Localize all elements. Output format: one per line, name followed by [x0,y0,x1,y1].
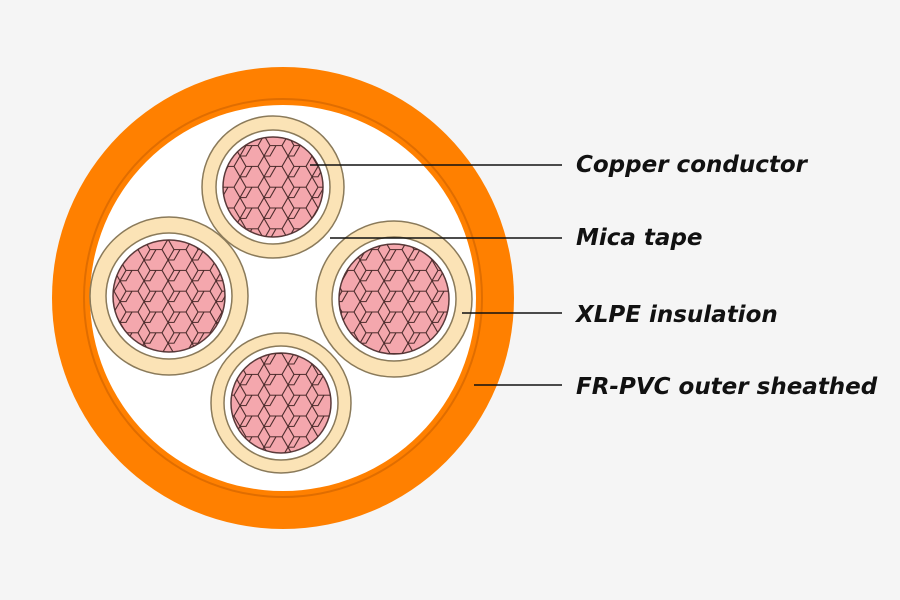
copper-strands [223,137,323,237]
filler [90,105,476,491]
label-fr-pvc-outer-sheathed: FR-PVC outer sheathed [576,374,878,400]
core-top [201,115,345,259]
core-right [315,220,473,378]
copper-strands [113,240,225,352]
copper-strands [231,353,331,453]
label-copper-conductor: Copper conductor [576,152,809,178]
core-left [89,216,249,376]
core-bottom [210,332,352,474]
outer-sheath-inner-edge [83,98,483,498]
copper-strands [339,244,449,354]
label-xlpe-insulation: XLPE insulation [574,302,778,328]
label-mica-tape: Mica tape [576,225,703,251]
